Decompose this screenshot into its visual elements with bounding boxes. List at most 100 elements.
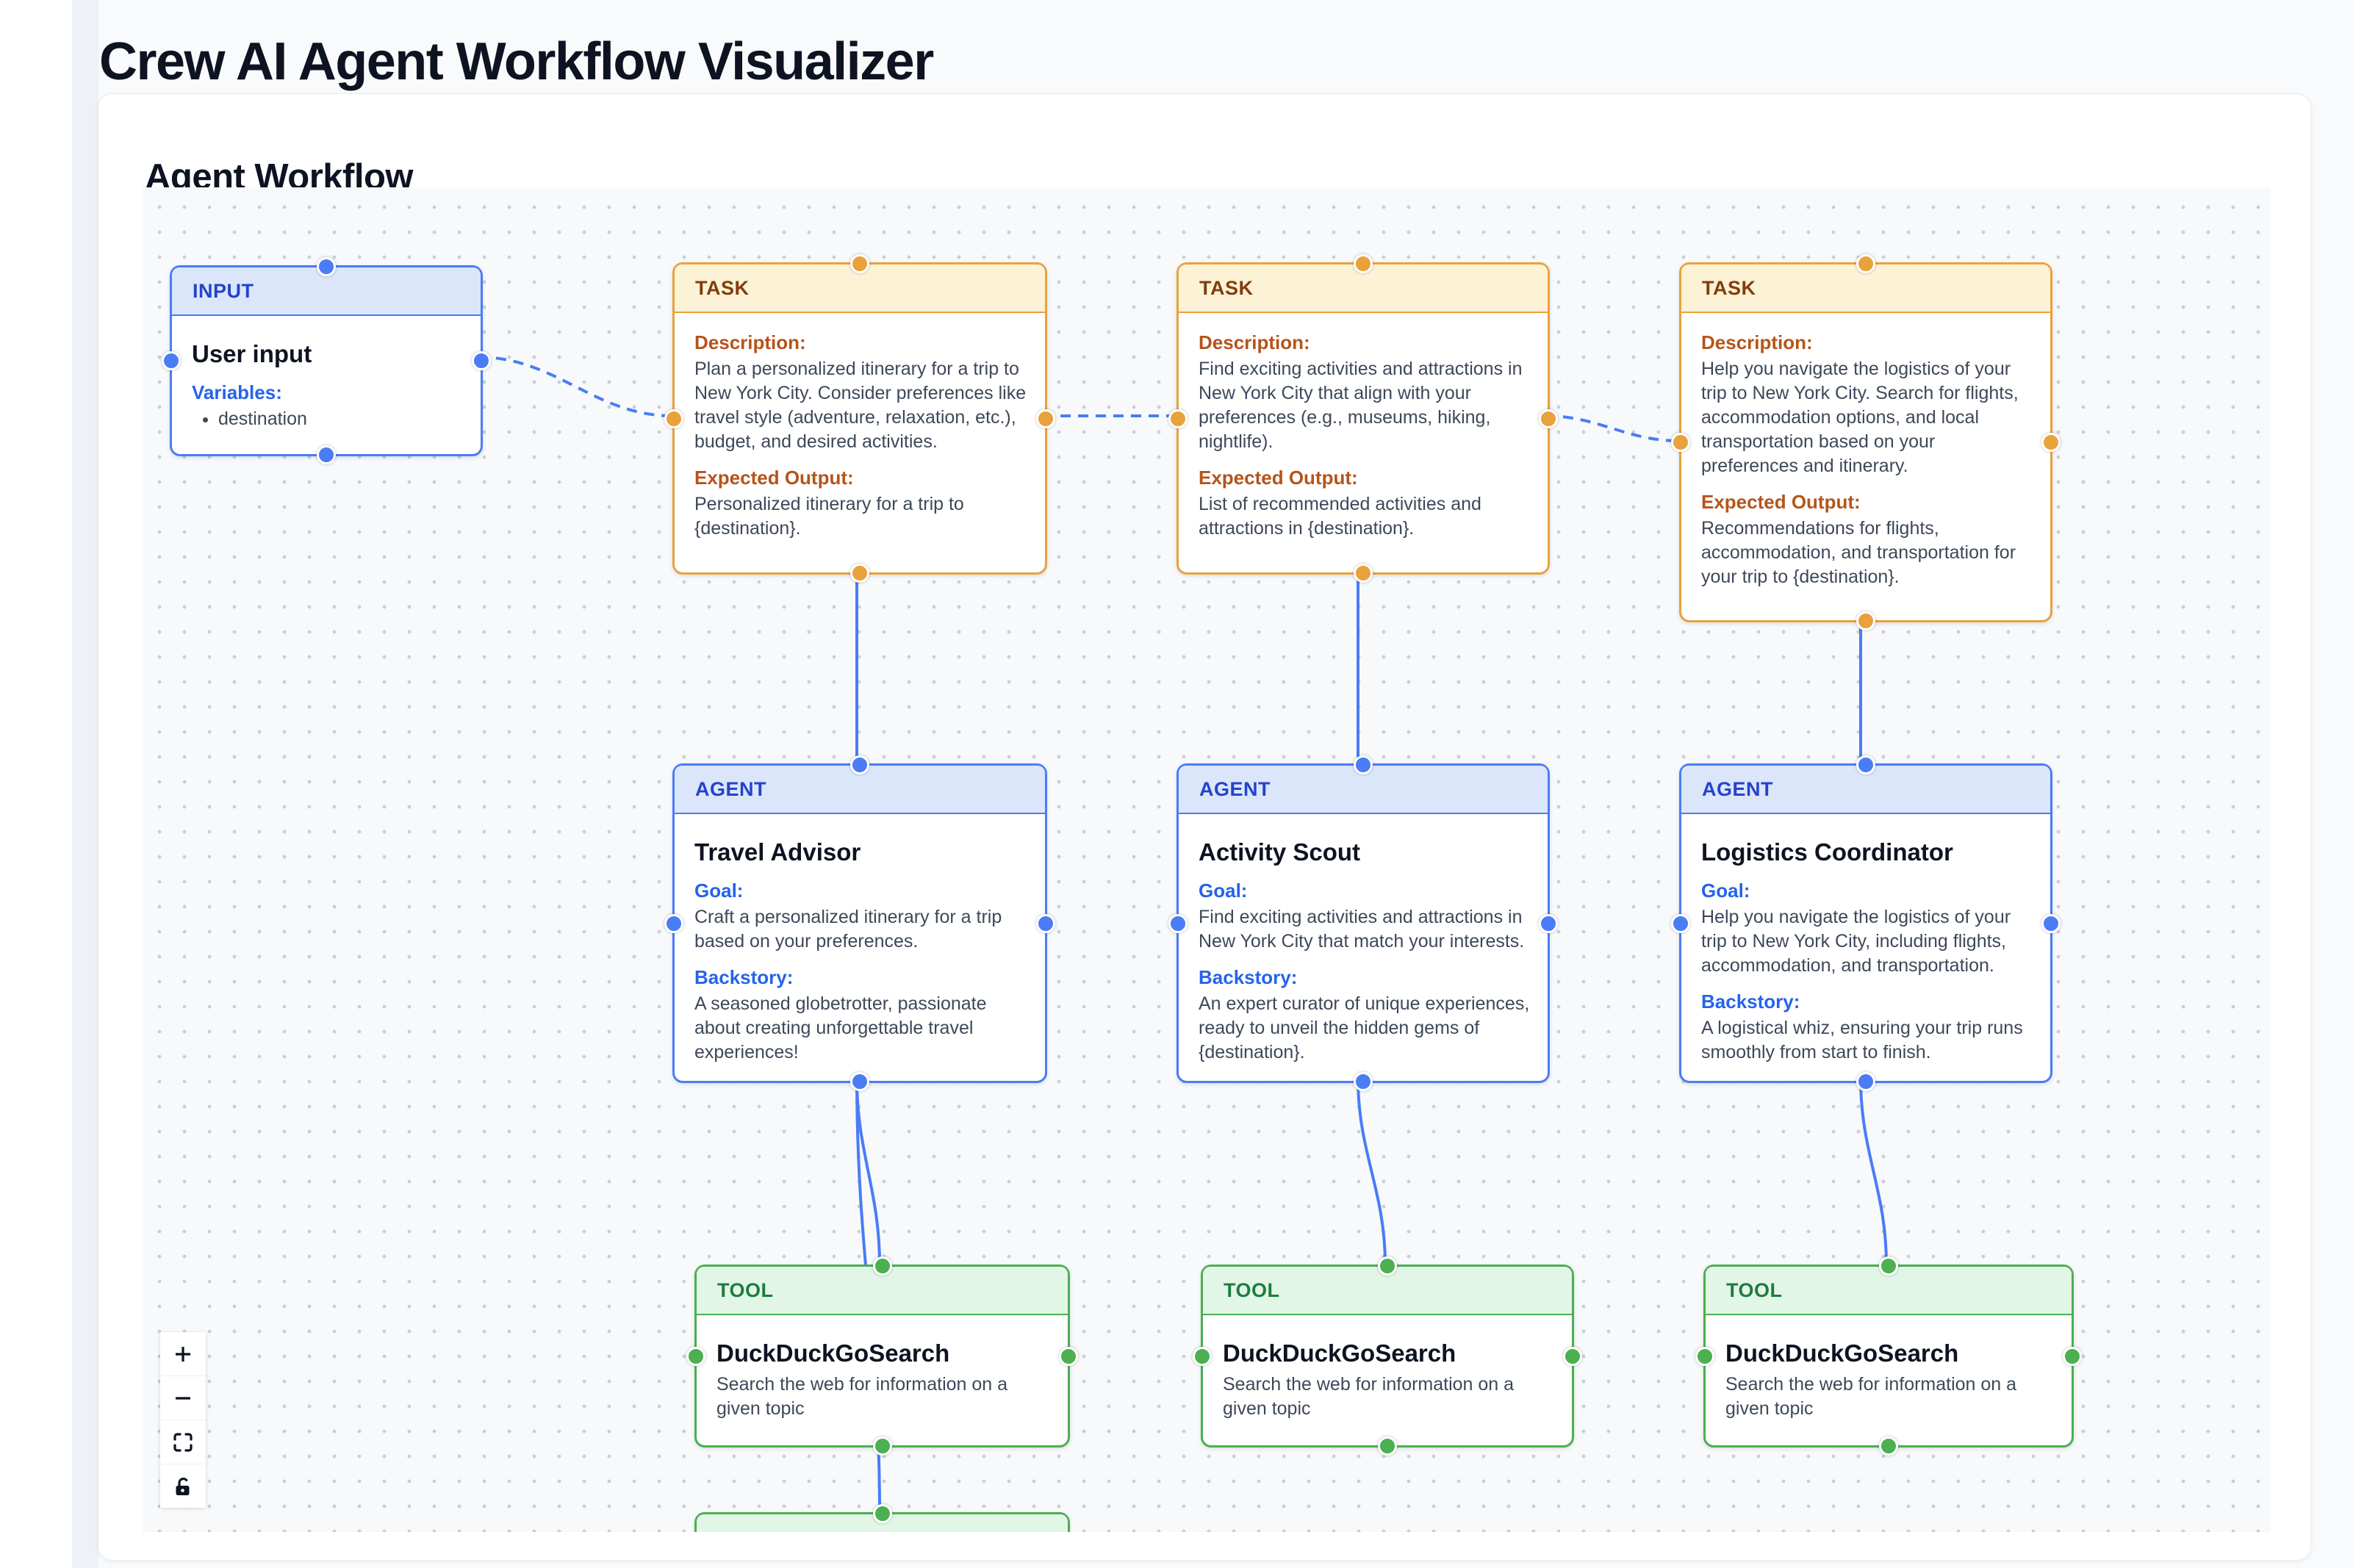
flow-canvas[interactable]: INPUT User input Variables: destination … (143, 187, 2271, 1532)
handle-left[interactable] (664, 913, 683, 933)
zoom-out-button[interactable] (160, 1376, 206, 1420)
handle-right[interactable] (2063, 1346, 2082, 1366)
description-text: Plan a personalized itinerary for a trip… (694, 359, 1027, 452)
handle-left[interactable] (162, 351, 181, 370)
node-type-label: INPUT (193, 279, 254, 302)
goal-label: Goal: (694, 880, 744, 902)
expected-output-label: Expected Output: (1199, 467, 1358, 489)
handle-right[interactable] (472, 351, 491, 370)
handle-top[interactable] (850, 755, 869, 774)
node-type-label: TASK (695, 276, 750, 299)
handle-top[interactable] (872, 1504, 892, 1523)
handle-top[interactable] (1856, 755, 1875, 774)
handle-top[interactable] (872, 1256, 892, 1276)
input-node-body: User input Variables: destination (172, 316, 481, 449)
handle-top[interactable] (1354, 755, 1373, 774)
expected-output-text: Recommendations for flights, accommodati… (1701, 518, 2016, 587)
handle-left[interactable] (1193, 1346, 1212, 1366)
unlock-icon (176, 1477, 190, 1495)
handle-bottom[interactable] (850, 1072, 869, 1091)
page-title: Crew AI Agent Workflow Visualizer (99, 32, 934, 92)
description-text: Help you navigate the logistics of your … (1701, 359, 2019, 476)
handle-top[interactable] (317, 257, 336, 276)
tool-node-body: DuckDuckGoSearch Search the web for info… (1706, 1315, 2072, 1439)
variable-item: destination (218, 407, 466, 431)
agent-node-3[interactable]: AGENT Logistics Coordinator Goal: Help y… (1671, 755, 2061, 1091)
goal-text: Help you navigate the logistics of your … (1701, 907, 2011, 976)
task-node-1[interactable]: TASK Description: Plan a personalized it… (664, 254, 1055, 583)
description-text: Find exciting activities and attractions… (1199, 359, 1523, 452)
handle-left[interactable] (1168, 913, 1188, 933)
tool-node-body: DuckDuckGoSearch Search the web for info… (1203, 1315, 1572, 1439)
task-node-3[interactable]: TASK Description: Help you navigate the … (1671, 254, 2061, 630)
handle-top[interactable] (1378, 1256, 1397, 1276)
expected-output-label: Expected Output: (1701, 491, 1861, 513)
tool-node-partial[interactable] (694, 1504, 1070, 1532)
handle-left[interactable] (686, 1346, 705, 1366)
edge-task2-task3[interactable] (1545, 414, 1680, 442)
edge-agent3-tool3[interactable] (1859, 1078, 1888, 1265)
description-label: Description: (1199, 331, 1310, 353)
handle-top[interactable] (850, 254, 869, 273)
agent-node-1[interactable]: AGENT Travel Advisor Goal: Craft a perso… (664, 755, 1055, 1091)
handle-top[interactable] (1856, 254, 1875, 273)
handle-right[interactable] (1539, 409, 1558, 428)
expected-output-text: List of recommended activities and attra… (1199, 494, 1481, 539)
agent-node-2[interactable]: AGENT Activity Scout Goal: Find exciting… (1168, 755, 1558, 1091)
handle-bottom[interactable] (850, 564, 869, 583)
handle-bottom[interactable] (1856, 611, 1875, 630)
handle-bottom[interactable] (872, 1436, 892, 1456)
handle-bottom[interactable] (1856, 1072, 1875, 1091)
handle-bottom[interactable] (1879, 1436, 1898, 1456)
edge-input-task1[interactable] (478, 356, 673, 417)
handle-right[interactable] (2041, 913, 2061, 933)
tool-description: Search the web for information on a give… (1725, 1374, 2017, 1419)
handle-bottom[interactable] (1354, 564, 1373, 583)
tool-node-3[interactable]: TOOL DuckDuckGoSearch Search the web for… (1695, 1256, 2082, 1456)
handle-bottom[interactable] (317, 445, 336, 464)
tool-node-body: DuckDuckGoSearch Search the web for info… (697, 1315, 1068, 1439)
node-type-label: TASK (1199, 276, 1254, 299)
handle-left[interactable] (1695, 1346, 1714, 1366)
agent-node-body: Travel Advisor Goal: Craft a personalize… (675, 814, 1045, 1082)
handle-right[interactable] (1036, 913, 1055, 933)
node-type-label: AGENT (695, 777, 766, 800)
tool-name: DuckDuckGoSearch (1725, 1339, 1959, 1367)
handle-top[interactable] (1879, 1256, 1898, 1276)
handle-right[interactable] (1059, 1346, 1078, 1366)
agent-node-body: Logistics Coordinator Goal: Help you nav… (1681, 814, 2050, 1082)
backstory-label: Backstory: (1701, 990, 1800, 1013)
variables-label: Variables: (192, 381, 282, 403)
handle-right[interactable] (1539, 913, 1558, 933)
edge-agent2-tool2[interactable] (1357, 1078, 1387, 1265)
goal-label: Goal: (1199, 880, 1248, 902)
handle-bottom[interactable] (1378, 1436, 1397, 1456)
handle-left[interactable] (1671, 913, 1690, 933)
goal-text: Craft a personalized itinerary for a tri… (694, 907, 1002, 952)
tool-description: Search the web for information on a give… (716, 1374, 1008, 1419)
handle-top[interactable] (1354, 254, 1373, 273)
variables-list: destination (218, 407, 466, 431)
task-node-2[interactable]: TASK Description: Find exciting activiti… (1168, 254, 1558, 583)
backstory-text: A logistical whiz, ensuring your trip ru… (1701, 1018, 2023, 1062)
handle-right[interactable] (1036, 409, 1055, 428)
handle-left[interactable] (664, 409, 683, 428)
task-node-body: Description: Find exciting activities an… (1179, 313, 1548, 558)
tool-node-1[interactable]: TOOL DuckDuckGoSearch Search the web for… (686, 1256, 1078, 1456)
node-type-label: AGENT (1702, 777, 1773, 800)
handle-right[interactable] (1563, 1346, 1582, 1366)
handle-bottom[interactable] (1354, 1072, 1373, 1091)
toggle-interactivity-button[interactable] (160, 1464, 206, 1508)
handle-left[interactable] (1168, 409, 1188, 428)
tool-node-2[interactable]: TOOL DuckDuckGoSearch Search the web for… (1193, 1256, 1582, 1456)
task-node-body: Description: Help you navigate the logis… (1681, 313, 2050, 607)
fit-view-button[interactable] (160, 1420, 206, 1464)
handle-right[interactable] (2041, 433, 2061, 452)
zoom-in-button[interactable] (160, 1332, 206, 1376)
tool-name: DuckDuckGoSearch (1223, 1339, 1456, 1367)
agent-name: Travel Advisor (694, 838, 861, 866)
task-node-header: TASK (675, 265, 1045, 313)
node-type-label: AGENT (1199, 777, 1271, 800)
handle-left[interactable] (1671, 433, 1690, 452)
input-node[interactable]: INPUT User input Variables: destination (162, 257, 491, 464)
